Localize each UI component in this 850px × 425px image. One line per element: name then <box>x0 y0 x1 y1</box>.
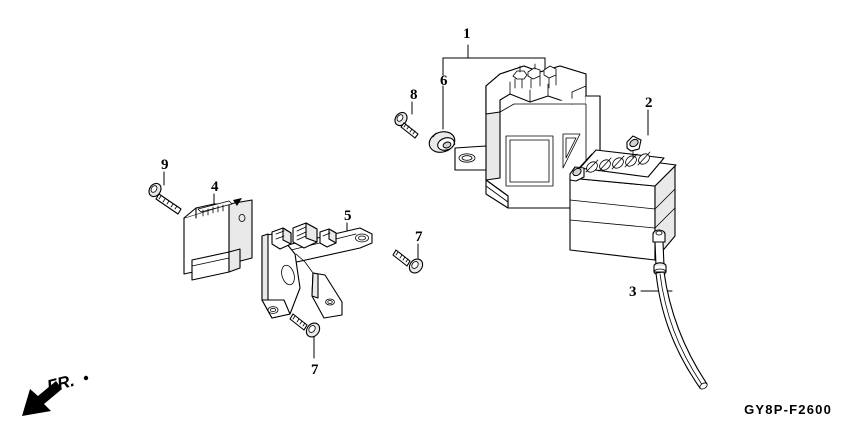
tube-hose-center <box>659 273 704 387</box>
bolt8-head-top <box>396 114 404 122</box>
bracket-arm-hole-inner <box>358 235 366 241</box>
part-flange-bolt-7-lower <box>289 313 321 338</box>
relay-arrow-stamp <box>233 198 242 206</box>
bracket-gusset-hole <box>325 298 335 306</box>
bracket-gusset-hole-inner <box>327 300 333 304</box>
part-flange-bolt-8 <box>394 111 419 139</box>
part-stay-bracket <box>261 222 373 319</box>
battery-box-bottom-rail-line <box>485 185 509 203</box>
battery-cell-caps <box>585 151 651 173</box>
battery-pos-post <box>629 138 639 148</box>
bolt7l-head-top <box>308 325 316 333</box>
bracket-clip-b-side <box>305 222 318 243</box>
callout-9: 9 <box>161 157 169 173</box>
tube-cap-top <box>655 230 663 236</box>
bolt7l-threads <box>292 315 306 327</box>
callout-6: 6 <box>440 73 448 89</box>
part-vent-tube <box>652 229 708 390</box>
bolt7u-head-top <box>411 261 419 269</box>
battery-box-tab-slot-inner <box>461 155 473 161</box>
bolt7l-shank <box>289 313 308 331</box>
callout-5: 5 <box>344 208 352 224</box>
callout-2: 2 <box>645 95 653 111</box>
bracket-gusset-edge <box>311 272 319 299</box>
battery-side-bands <box>654 188 676 229</box>
callout-3: 3 <box>629 284 637 300</box>
bolt7u-threads <box>395 251 409 263</box>
screw9-shank <box>155 193 182 215</box>
battery-neg-post <box>572 167 582 177</box>
fr-period-dot <box>83 375 89 381</box>
callout-1: 1 <box>463 26 471 42</box>
battery-box-window-inner <box>509 139 550 183</box>
callout-4: 4 <box>211 179 219 195</box>
bracket-gusset-tie <box>295 253 314 274</box>
bolt8-threads <box>403 123 416 135</box>
part-rubber-grommet <box>428 131 456 153</box>
callout-7-upper: 7 <box>415 229 423 245</box>
battery-box-vent-triangle-inner <box>565 137 577 159</box>
callout-7-lower: 7 <box>311 362 319 378</box>
relay-rib-1 <box>197 200 233 213</box>
bracket-lower-hole-inner <box>269 307 276 313</box>
bracket-lower-hole <box>267 306 279 314</box>
battery-front-bands <box>569 199 656 229</box>
diagram-part-number: GY8P-F2600 <box>744 402 832 417</box>
battery-box-terminal-clips <box>512 63 557 89</box>
part-starter-relay <box>183 198 253 281</box>
relay-connector-side <box>228 248 241 273</box>
bracket-clip-cluster <box>271 222 337 250</box>
leader-lines <box>163 44 673 359</box>
leader-1-to-box <box>467 57 546 73</box>
leader-1-6-bracket <box>442 44 469 76</box>
relay-ribs <box>202 204 224 217</box>
battery-box-vent-triangle <box>562 133 581 169</box>
screw9-threads <box>158 195 178 210</box>
grommet-detail <box>432 132 456 148</box>
part-flange-bolt-7-upper <box>392 249 424 274</box>
battery-box-window <box>505 135 554 187</box>
tube-hose <box>655 271 708 389</box>
relay-connector-line <box>191 257 230 267</box>
bolt7u-shank <box>392 249 411 267</box>
part-battery <box>569 135 677 261</box>
bracket-plate-left-edge <box>261 233 269 303</box>
screw9-head-top <box>150 185 158 193</box>
callout-8: 8 <box>410 87 418 103</box>
part-relay-screw-9 <box>148 182 182 215</box>
front-direction-arrow-icon <box>22 375 89 416</box>
relay-boss <box>238 213 246 222</box>
bracket-arm-hole <box>355 233 369 243</box>
battery-box-tab-slot <box>458 153 476 163</box>
tube-hose-end <box>699 382 708 390</box>
bracket-clip-c-side <box>328 228 337 244</box>
bolt8-shank <box>400 122 419 139</box>
battery-front-face <box>569 177 656 261</box>
grommet-hole <box>442 141 452 149</box>
bracket-plate-oval <box>281 264 295 286</box>
